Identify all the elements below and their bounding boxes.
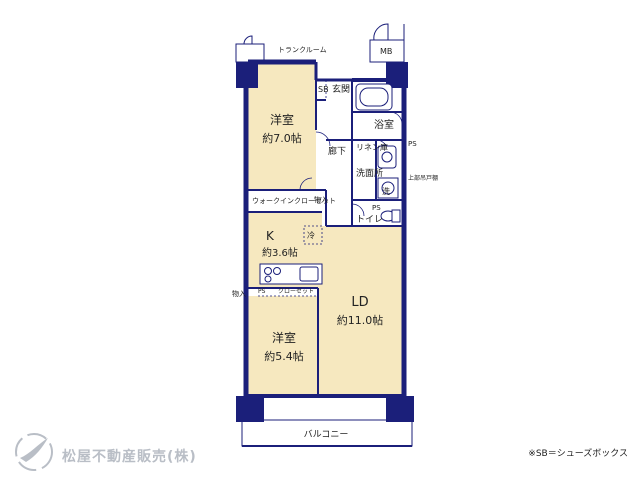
kitchen-counter bbox=[259, 263, 323, 285]
storage-top-label: 物入 bbox=[314, 195, 328, 204]
interior-walls bbox=[248, 62, 404, 396]
company-name: 松屋不動産販売(株) bbox=[62, 449, 197, 465]
western-room-2-area bbox=[248, 296, 318, 396]
kitchen-size: 約3.6帖 bbox=[262, 246, 298, 259]
washing-machine-icon bbox=[377, 177, 399, 199]
trunk-room bbox=[235, 35, 265, 63]
columns bbox=[236, 62, 414, 422]
western-room-2-name: 洋室 bbox=[272, 330, 296, 345]
washroom-label: 洗面所 bbox=[356, 167, 383, 179]
ld-area bbox=[318, 226, 404, 396]
bathtub-icon bbox=[355, 83, 393, 111]
walkin-closet-label: ウォークインクローゼット bbox=[252, 196, 336, 205]
closet-label: クローゼット bbox=[278, 287, 314, 295]
toilet-icon bbox=[380, 209, 401, 223]
storage-side-label: 物入 bbox=[232, 289, 246, 298]
western-room-1-name: 洋室 bbox=[270, 112, 294, 127]
ps-top-label: PS bbox=[408, 140, 417, 148]
balcony-label: バルコニー bbox=[304, 429, 349, 440]
western-room-1-area bbox=[248, 62, 316, 190]
western-room-2-size: 約5.4帖 bbox=[264, 349, 304, 363]
closet-doors bbox=[258, 80, 327, 297]
washbasin-icon bbox=[377, 145, 397, 169]
ld-name: LD bbox=[351, 295, 368, 310]
mb-label: MB bbox=[380, 47, 392, 56]
wash-label: 洗 bbox=[382, 186, 390, 196]
ps-mid-label: PS bbox=[372, 204, 381, 212]
ps-low-label: PS bbox=[258, 288, 266, 295]
mb-box bbox=[369, 23, 405, 63]
upper-cabinet-label: 上部吊戸棚 bbox=[408, 174, 438, 182]
footnote: ※SB＝シューズボックス bbox=[528, 449, 628, 459]
kitchen-name: K bbox=[266, 229, 275, 243]
fridge-space bbox=[303, 225, 323, 245]
sb-label: SB bbox=[318, 85, 329, 94]
bird-logo-icon bbox=[15, 433, 53, 471]
balcony-outline bbox=[241, 419, 413, 447]
hallway-label: 廊下 bbox=[328, 145, 346, 157]
company-logo: 松屋不動産販売(株) bbox=[12, 428, 242, 472]
entrance-label: 玄関 bbox=[332, 83, 350, 95]
linen-label: リネン庫 bbox=[356, 142, 388, 152]
toilet-label: トイレ bbox=[356, 215, 383, 225]
trunk-room-label: トランクルーム bbox=[278, 46, 327, 54]
fridge-label: 冷 bbox=[307, 230, 315, 240]
bath-label: 浴室 bbox=[374, 118, 394, 131]
western-room-1-size: 約7.0帖 bbox=[262, 131, 302, 145]
ld-size: 約11.0帖 bbox=[337, 313, 384, 327]
